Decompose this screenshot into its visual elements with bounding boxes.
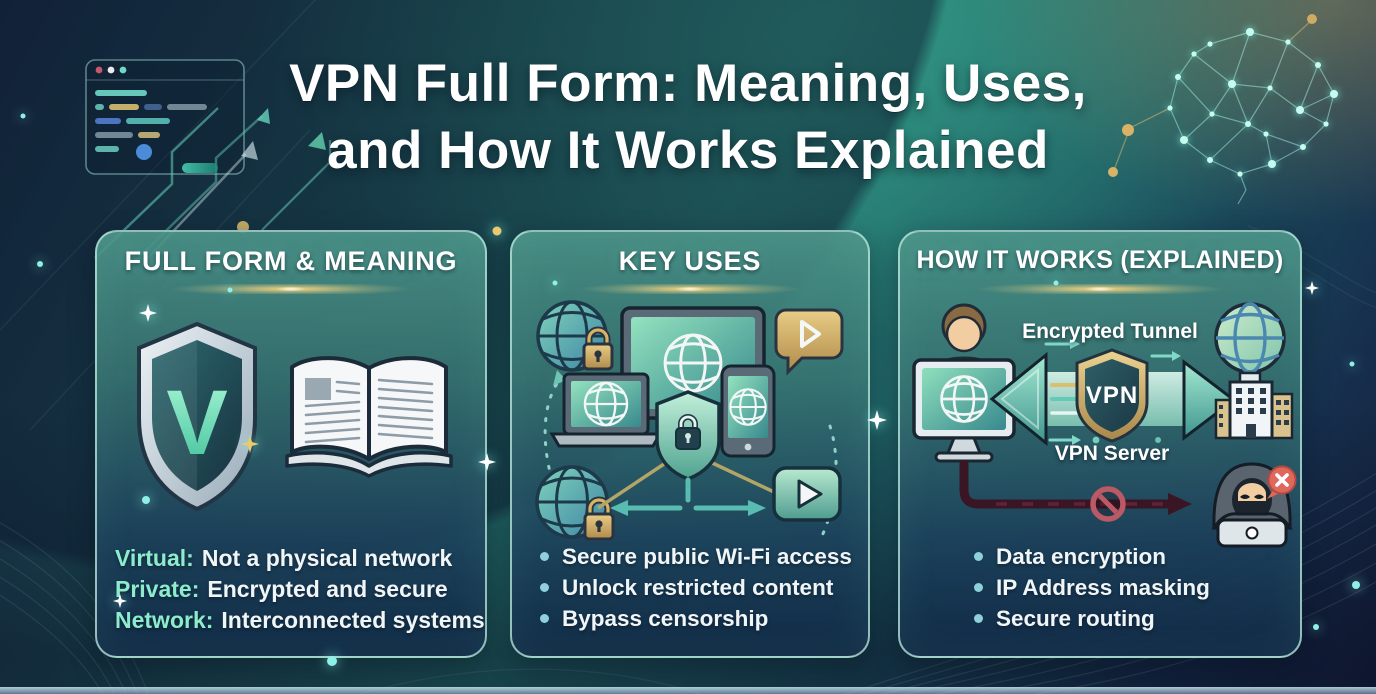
x-icon xyxy=(1275,473,1289,487)
page-title: VPN Full Form: Meaning, Uses, and How It… xyxy=(0,50,1376,184)
globe-building-icon xyxy=(1214,302,1294,440)
bullet-dot xyxy=(540,552,549,561)
dashed-arrowhead xyxy=(553,370,566,386)
globe-icon xyxy=(940,375,988,423)
shield-v-icon: V xyxy=(137,321,257,512)
full-form-illustration: V xyxy=(137,321,453,512)
globe-icon xyxy=(663,333,723,393)
vpn-server-label: VPN Server xyxy=(1055,442,1169,465)
bottom-light-strip xyxy=(0,687,1376,694)
bullet-dot xyxy=(974,583,983,592)
how-it-works-bullets: Data encryption IP Address masking Secur… xyxy=(974,541,1210,634)
bullet-item: Unlock restricted content xyxy=(540,572,852,603)
globe-lock-icon xyxy=(536,300,614,372)
key-uses-bullets: Secure public Wi-Fi access Unlock restri… xyxy=(540,541,852,634)
vpn-badge-label: VPN xyxy=(1086,382,1138,409)
bullet-item: IP Address masking xyxy=(974,572,1210,603)
gold-flare xyxy=(928,284,1272,294)
padlock-icon xyxy=(582,326,614,371)
flow-arrow-icons xyxy=(610,477,766,516)
globe-icon xyxy=(729,388,767,426)
full-form-terms: Virtual:Not a physical network Private:E… xyxy=(115,543,485,636)
globe-lock-icon xyxy=(535,465,615,541)
bullet-item: Data encryption xyxy=(974,541,1210,572)
shield-letter: V xyxy=(166,372,227,474)
dashed-flow-curves xyxy=(543,380,838,538)
term-line: Network:Interconnected systems xyxy=(115,607,485,633)
open-book-icon xyxy=(285,356,453,478)
laptop-globe-icon xyxy=(549,372,663,448)
path-arrowhead xyxy=(1168,493,1192,515)
title-line-2: and How It Works Explained xyxy=(327,121,1049,180)
title-line-1: VPN Full Form: Meaning, Uses, xyxy=(289,54,1087,113)
card-full-form-meaning: FULL FORM & MEANING V xyxy=(95,230,487,658)
blocked-path xyxy=(959,459,1192,522)
small-flow-arrows xyxy=(1044,339,1181,445)
desktop-globe-icon xyxy=(912,358,1016,463)
play-button-icon xyxy=(772,466,842,522)
card-heading: KEY USES xyxy=(618,246,762,276)
bullet-item: Secure public Wi-Fi access xyxy=(540,541,852,572)
bullet-dot xyxy=(540,583,549,592)
connector-lines xyxy=(597,458,775,510)
blocked-sign-icon xyxy=(1090,486,1126,522)
card-key-uses: KEY USES xyxy=(510,230,870,658)
shield-lock-icon xyxy=(655,390,721,481)
encrypted-tunnel-label: Encrypted Tunnel xyxy=(1022,320,1198,343)
bullet-item: Bypass censorship xyxy=(540,603,852,634)
buildings-icon xyxy=(1214,380,1294,440)
how-it-works-illustration: VPN Encrypted Tunnel VPN Server xyxy=(912,302,1297,548)
card-how-it-works: HOW IT WORKS (EXPLAINED) xyxy=(898,230,1302,658)
bullet-dot xyxy=(974,552,983,561)
chat-play-icon xyxy=(774,308,844,376)
padlock-icon xyxy=(583,496,615,541)
card-heading: HOW IT WORKS (EXPLAINED) xyxy=(916,246,1284,274)
bullet-item: Secure routing xyxy=(974,603,1210,634)
term-virtual: Virtual: xyxy=(115,545,194,571)
bullet-dot xyxy=(974,614,983,623)
term-private: Private: xyxy=(115,576,200,602)
bullet-dot xyxy=(540,614,549,623)
x-bubble-icon xyxy=(1267,465,1297,499)
globe-icon xyxy=(583,381,629,427)
term-network: Network: xyxy=(115,607,214,633)
key-uses-illustration xyxy=(535,300,844,541)
term-line: Private:Encrypted and secure xyxy=(115,576,448,602)
card-heading: FULL FORM & MEANING xyxy=(124,246,458,276)
gold-flare xyxy=(124,284,458,294)
gold-flare xyxy=(536,284,844,294)
term-line: Virtual:Not a physical network xyxy=(115,545,453,571)
phone-globe-icon xyxy=(720,364,776,458)
vpn-shield-icon: VPN xyxy=(1075,348,1149,443)
